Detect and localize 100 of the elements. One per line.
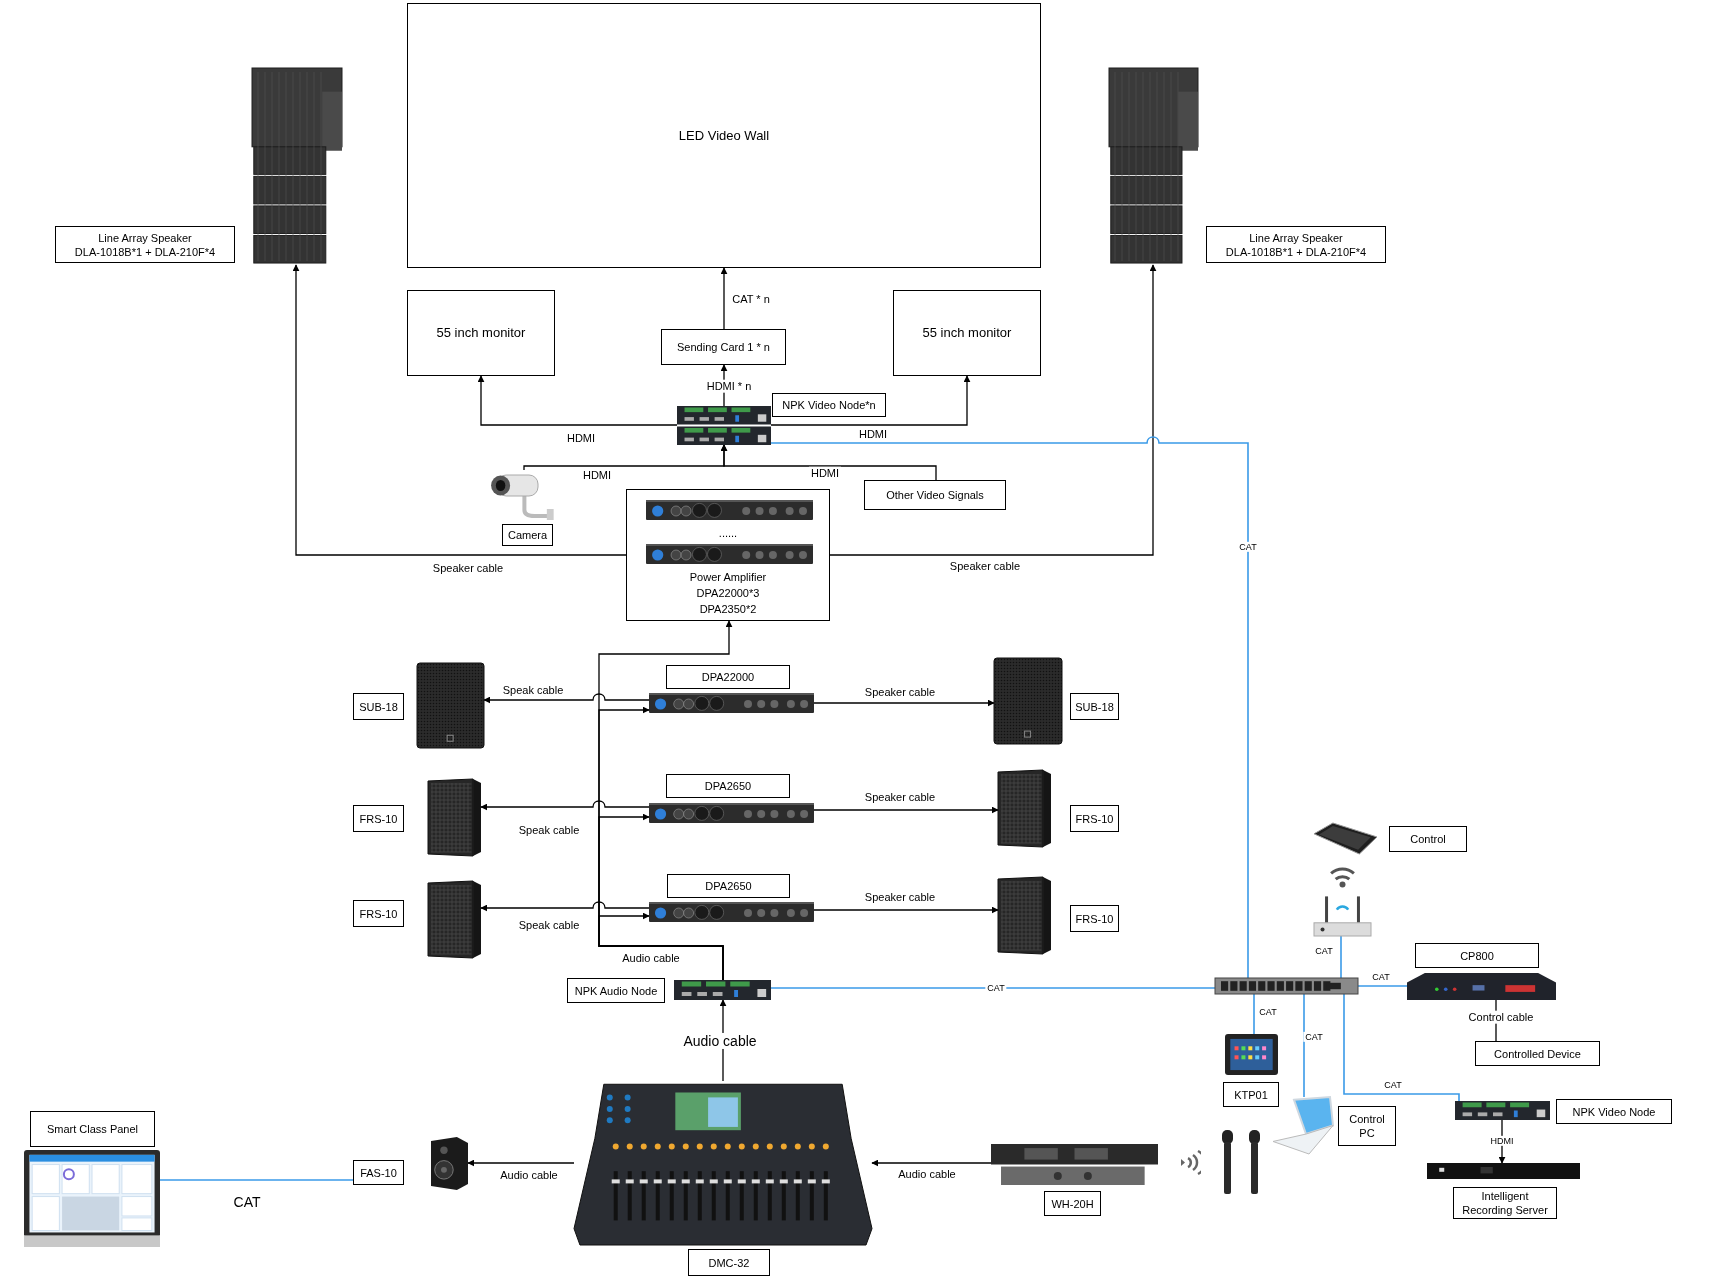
label-box	[864, 480, 1006, 510]
device-label: Control	[1410, 832, 1446, 846]
amplifier-drawing	[649, 902, 814, 922]
connector-arrow	[720, 444, 937, 481]
device-label: Intelligent Recording Server	[1461, 1189, 1549, 1217]
label-box	[667, 874, 790, 898]
edge-label: CAT	[1370, 971, 1392, 983]
device-label: SUB-18	[1075, 699, 1114, 714]
label-box	[30, 1111, 155, 1147]
connector-arrow	[871, 1159, 992, 1167]
edge-label: HDMI	[564, 431, 598, 445]
label-box	[353, 693, 404, 720]
mixing-console-drawing	[574, 1081, 872, 1245]
label-box	[1338, 1106, 1396, 1146]
edge-label: Speaker cable	[862, 790, 938, 804]
line-array-speaker-drawing	[1109, 68, 1198, 265]
connector-arrow	[598, 912, 724, 981]
amplifier-label: DPA2350*2	[698, 602, 758, 616]
edge-label: CAT	[1237, 541, 1259, 553]
studio-monitor-drawing	[431, 1137, 468, 1190]
connector-arrow	[813, 806, 999, 814]
label-box	[353, 1160, 404, 1185]
device-label: NPK Audio Node	[574, 983, 658, 998]
video-node-drawing	[677, 406, 771, 445]
device-label: Smart Class Panel	[46, 1122, 139, 1136]
device-label: SUB-18	[359, 699, 398, 714]
edge-label: HDMI * n	[704, 379, 754, 393]
device-label: DLA-1018B*1 + DLA-210F*4	[1225, 244, 1367, 259]
connector-arrow	[770, 375, 971, 426]
touch-panel-drawing	[24, 1150, 160, 1247]
connector-arrow	[477, 375, 678, 426]
speaker-drawing	[998, 770, 1051, 847]
device-label: Control PC	[1348, 1112, 1386, 1140]
connector-arrow	[483, 693, 650, 704]
server-drawing	[1427, 1163, 1580, 1179]
device-label: DPA2650	[704, 779, 752, 793]
label-box	[1415, 943, 1539, 968]
device-label: Camera	[507, 528, 548, 542]
label-box	[1070, 905, 1119, 932]
device-label: 55 inch monitor	[436, 326, 526, 340]
connector-arrow	[480, 800, 650, 811]
label-box	[1556, 1099, 1672, 1124]
label-box	[661, 329, 786, 365]
device-label: FRS-10	[1075, 811, 1114, 826]
laptop-drawing	[1273, 1097, 1333, 1154]
connector-arrow	[467, 1159, 575, 1167]
label-box	[1453, 1187, 1557, 1219]
label-box	[1223, 1082, 1279, 1107]
label-box	[567, 978, 665, 1003]
edge-label: CAT	[1257, 1006, 1279, 1018]
device-label: FRS-10	[359, 811, 398, 826]
wireless-receiver-drawing	[991, 1144, 1158, 1185]
label-box	[1070, 805, 1119, 832]
edge-label: Audio cable	[498, 1168, 560, 1182]
edge-label: Speaker cable	[862, 890, 938, 904]
device-label: Other Video Signals	[886, 488, 984, 502]
edge-label: Control cable	[1466, 1010, 1536, 1024]
device-label: CP800	[1460, 948, 1494, 963]
edge-label: CAT	[1382, 1079, 1404, 1091]
label-box	[893, 290, 1041, 376]
edge-label: Audio cable	[896, 1167, 958, 1181]
label-box	[1389, 826, 1467, 852]
subwoofer-drawing	[417, 663, 484, 748]
edge-label: Speaker cable	[430, 561, 506, 575]
device-label: FRS-10	[359, 906, 398, 921]
edge-label: CAT	[1303, 1031, 1325, 1043]
edge-label: Speaker cable	[862, 685, 938, 699]
device-label: NPK Video Node	[1572, 1104, 1656, 1119]
connector-arrow	[292, 264, 627, 556]
edge-label: Speaker cable	[947, 559, 1023, 573]
touch-screen-drawing	[1225, 1034, 1278, 1075]
connector-arrow	[480, 901, 650, 912]
device-label: DPA2650	[705, 879, 752, 893]
speaker-drawing	[428, 779, 481, 856]
router-drawing	[1314, 870, 1371, 936]
controller-drawing	[1407, 973, 1556, 1000]
amplifier-drawing	[649, 693, 814, 713]
edge-label: Speak cable	[500, 683, 566, 697]
edge-label: Audio cable	[620, 951, 682, 965]
label-box	[55, 226, 235, 263]
connector-arrow	[813, 699, 995, 707]
label-box	[502, 524, 553, 546]
device-label: DPA22000	[701, 670, 755, 684]
device-label: KTP01	[1234, 1087, 1268, 1102]
label-box	[1044, 1191, 1101, 1216]
device-label: Controlled Device	[1494, 1046, 1581, 1061]
edge-label: Speak cable	[516, 823, 582, 837]
video-node-drawing	[674, 980, 771, 1000]
label-box	[626, 489, 830, 621]
amplifier-label: DPA22000*3	[695, 586, 761, 600]
ellipsis-text: ......	[717, 526, 739, 540]
network-switch-drawing	[1215, 978, 1358, 994]
label-box	[666, 774, 790, 798]
label-box	[1070, 693, 1119, 720]
device-label: FRS-10	[1075, 911, 1114, 926]
subwoofer-drawing	[994, 658, 1062, 744]
edge-label: CAT	[1313, 945, 1335, 957]
device-label: 55 inch monitor	[922, 326, 1012, 340]
label-box	[407, 290, 555, 376]
device-label: DLA-1018B*1 + DLA-210F*4	[74, 244, 216, 259]
